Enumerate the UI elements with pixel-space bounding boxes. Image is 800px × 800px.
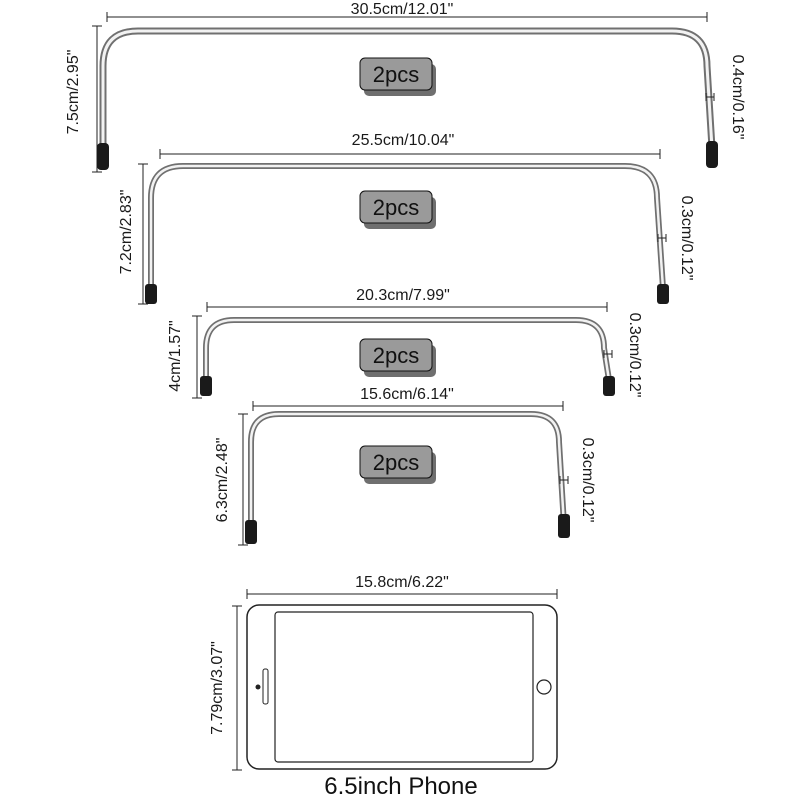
frame-2-wire <box>148 163 666 291</box>
frame-2-width-dimension: 25.5cm/10.04" <box>159 132 661 159</box>
phone-reference: 15.8cm/6.22" 7.79cm/3.07" 6.5inch Phone <box>209 574 558 800</box>
frame-2-height-dimension: 7.2cm/2.83" <box>118 163 148 305</box>
frame-3-wire <box>203 317 612 383</box>
frame-2-right-end-cap <box>657 284 669 304</box>
frame-1-right-end-cap <box>706 141 718 168</box>
frame-1-height-label: 7.5cm/2.95" <box>65 50 82 135</box>
frame-3-width-dimension: 20.3cm/7.99" <box>206 287 608 312</box>
frame-1-left-end-cap <box>97 143 109 170</box>
frame-2-height-label: 7.2cm/2.83" <box>118 190 135 275</box>
phone-screen <box>274 611 534 763</box>
frame-2-width-label: 25.5cm/10.04" <box>352 132 455 149</box>
frame-3-quantity-label: 2pcs <box>373 343 419 368</box>
frame-4-thickness-label: 0.3cm/0.12" <box>579 438 596 523</box>
frame-3-left-end-cap <box>200 376 212 396</box>
frame-1-wire <box>99 27 716 152</box>
frame-3-thickness-dimension: 0.3cm/0.12" <box>603 313 643 398</box>
frame-2-left-end-cap <box>145 284 157 304</box>
frame-2-quantity-badge: 2pcs <box>359 190 436 229</box>
frame-1-width-label: 30.5cm/12.01" <box>351 1 454 18</box>
frame-4-thickness-dimension: 0.3cm/0.12" <box>559 438 596 523</box>
frame-3-height-dimension: 4cm/1.57" <box>167 315 202 399</box>
frame-1-thickness-label: 0.4cm/0.16" <box>729 55 746 140</box>
frame-3-right-end-cap <box>603 376 615 396</box>
frame-4: 15.6cm/6.14" 6.3cm/2.48" 0.3cm/0.12" 2pc… <box>214 386 596 546</box>
frame-2-thickness-dimension: 0.3cm/0.12" <box>657 196 695 281</box>
frame-3-quantity-badge: 2pcs <box>359 338 436 377</box>
phone-height-dimension: 7.79cm/3.07" <box>209 605 242 771</box>
frame-4-width-dimension: 15.6cm/6.14" <box>252 386 564 411</box>
phone-height-label: 7.79cm/3.07" <box>209 641 226 735</box>
frame-4-right-end-cap <box>558 514 570 538</box>
frame-4-wire <box>248 411 567 528</box>
frame-3-thickness-label: 0.3cm/0.12" <box>626 313 643 398</box>
frame-4-left-end-cap <box>245 520 257 544</box>
frame-1-quantity-label: 2pcs <box>373 62 419 87</box>
frame-1-thickness-dimension: 0.4cm/0.16" <box>705 55 746 140</box>
phone-width-label: 15.8cm/6.22" <box>355 574 449 591</box>
frame-1-height-dimension: 7.5cm/2.95" <box>65 25 102 173</box>
frame-2-thickness-label: 0.3cm/0.12" <box>678 196 695 281</box>
frame-1-width-dimension: 30.5cm/12.01" <box>106 1 708 22</box>
frame-2-quantity-label: 2pcs <box>373 195 419 220</box>
frame-4-width-label: 15.6cm/6.14" <box>360 386 454 403</box>
frame-1: 30.5cm/12.01" 7.5cm/2.95" 0.4cm/0.16" 2p… <box>65 1 746 173</box>
phone-width-dimension: 15.8cm/6.22" <box>246 574 558 599</box>
frame-4-quantity-badge: 2pcs <box>359 445 436 484</box>
frame-3-height-label: 4cm/1.57" <box>167 320 184 392</box>
phone-caption: 6.5inch Phone <box>324 773 477 800</box>
frame-2: 25.5cm/10.04" 7.2cm/2.83" 0.3cm/0.12" 2p… <box>118 132 695 305</box>
frame-4-height-dimension: 6.3cm/2.48" <box>214 413 248 546</box>
frame-3: 20.3cm/7.99" 4cm/1.57" 0.3cm/0.12" 2pcs <box>167 287 643 399</box>
phone-home-button-icon <box>536 679 552 695</box>
frame-4-quantity-label: 2pcs <box>373 450 419 475</box>
frame-4-height-label: 6.3cm/2.48" <box>214 438 231 523</box>
phone-camera-icon <box>255 684 261 690</box>
frame-3-width-label: 20.3cm/7.99" <box>356 287 450 304</box>
frame-1-quantity-badge: 2pcs <box>359 57 436 96</box>
phone-speaker-icon <box>262 668 269 705</box>
